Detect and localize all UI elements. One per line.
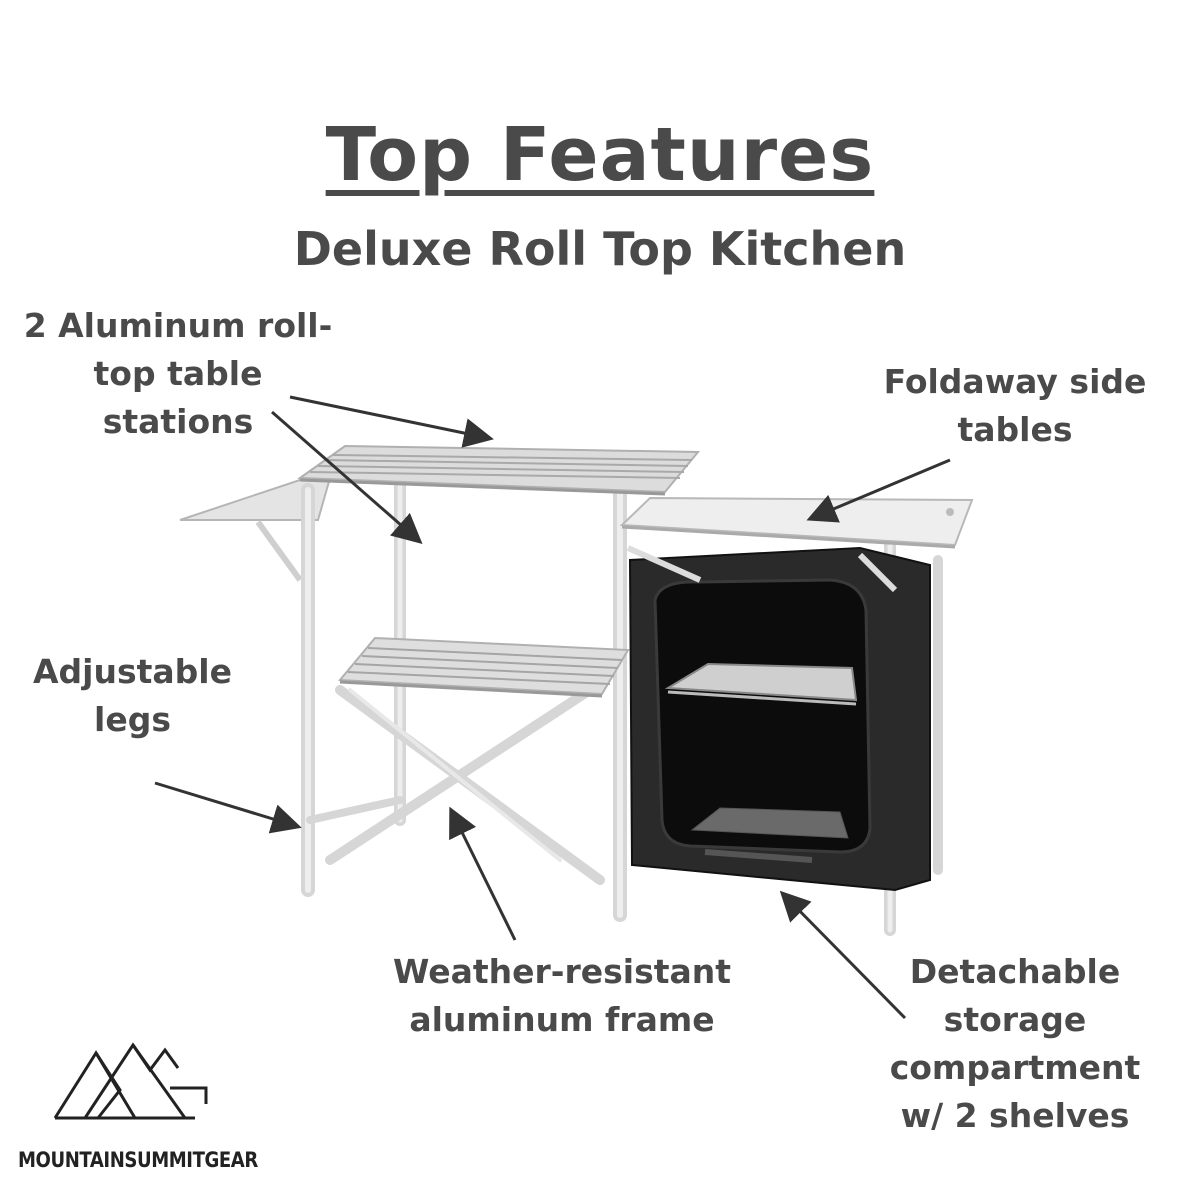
callout-adjustable-legs: Adjustable legs — [33, 652, 232, 739]
right-side-table — [619, 496, 974, 549]
page-title: Top Features — [325, 112, 875, 198]
mountain-logo-icon — [53, 1042, 208, 1120]
callout-aluminum-frame: Weather-resistant aluminum frame — [392, 952, 732, 1039]
callout-arrows — [154, 395, 951, 1020]
callout-storage-compartment: Detachable storage compartment w/ 2 shel… — [889, 952, 1141, 1135]
storage-cabinet — [626, 545, 931, 892]
callout-foldaway-side-tables: Foldaway side tables — [883, 362, 1147, 449]
callout-table-stations: 2 Aluminum roll- top table stations — [23, 306, 333, 441]
top-roll-table — [297, 444, 701, 496]
brand-name: MOUNTAINSUMMITGEAR — [18, 1148, 258, 1172]
product-subtitle: Deluxe Roll Top Kitchen — [293, 222, 907, 276]
lower-roll-table — [337, 636, 630, 698]
